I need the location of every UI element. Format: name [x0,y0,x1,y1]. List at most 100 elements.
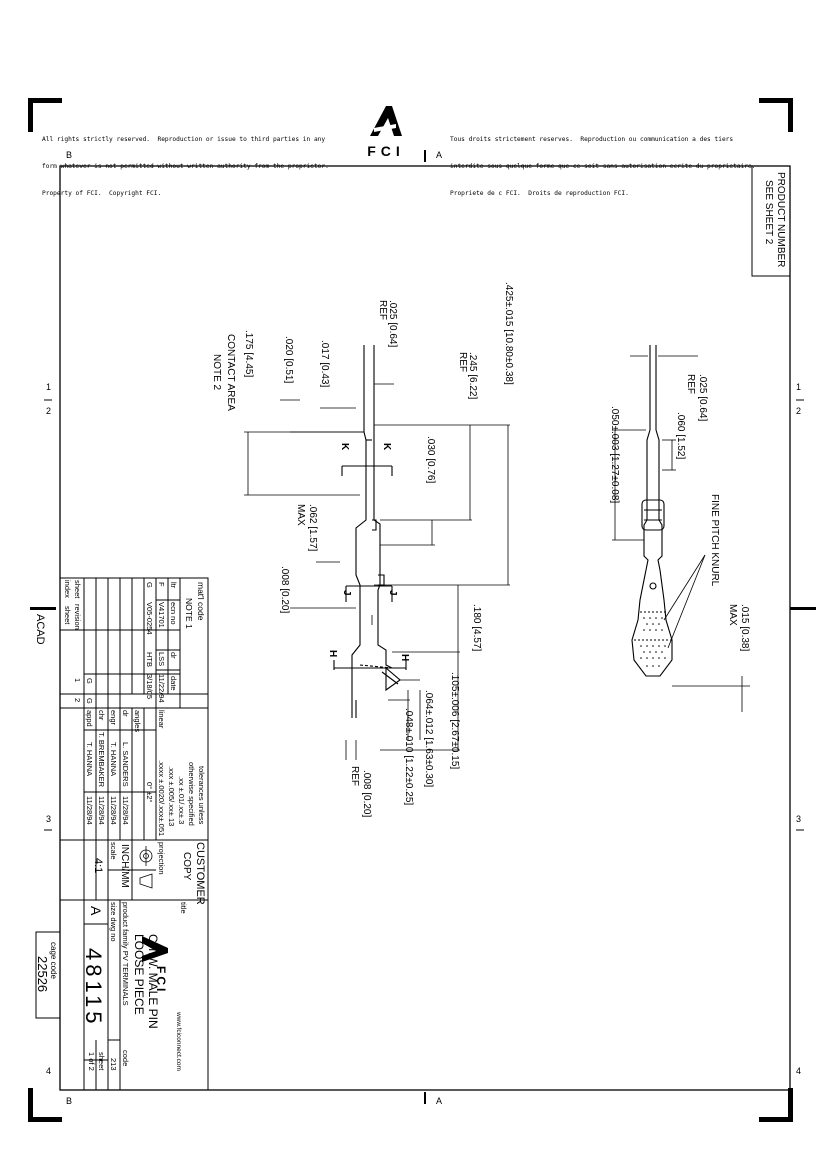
tolerance-3place: .xxx ±.005/.xx±.13 [167,766,176,827]
rev-header-ecn: ecn no [169,602,178,625]
dim-contact-area-note: NOTE 2 [211,354,222,391]
dim-max-width-label: MAX [295,504,306,526]
drawing-number: 48115 [81,948,106,1028]
revision-label: revision [73,604,82,630]
pin-side-view [333,345,407,718]
zone-b-top: B [66,150,73,160]
dim-ref-length: .245 [6.22] [467,352,478,400]
zone-a-bottom: A [436,1096,443,1106]
notice-line: Property of FCI. Copyright FCI. [42,190,162,197]
zone-4-left: 4 [46,1066,52,1076]
rev-row-ecn: V41701 [157,602,166,628]
zone-2-left: 2 [46,406,52,416]
sheet-num-1: 1 [73,678,82,683]
acad-label: ACAD [34,614,46,645]
dim-ref-length-ref: REF [457,352,468,372]
zone-b-bottom: B [66,1096,73,1106]
tolerance-4place: .xxxx ±.0020/.xxx±.051 [157,760,166,837]
dim-tip-thickness: .017 [0.43] [319,340,330,388]
dim-crimp-height: .048±.010 [1.22±0.25] [403,708,414,806]
dim-contact-area-label: CONTACT AREA [225,334,236,411]
dim-tip-width-ref: REF [377,300,388,320]
approval-date: 11/28/94 [109,796,118,825]
fci-logo: FCI [360,104,412,159]
title-block-logo [142,936,168,962]
cage-code-box [35,931,61,1019]
dim-chamfer: .020 [0.51] [283,336,294,384]
approval-role: appd [85,710,94,727]
approval-name: T. HANNA [85,742,94,777]
product-number-box [751,165,791,277]
zone-2-right: 2 [796,406,802,416]
dim-shoulder: .030 [0.76] [425,436,436,484]
section-j-left: J [341,590,352,596]
product-number-ref: SEE SHEET 2 [763,180,774,245]
rev-header-date: date [169,676,178,691]
zone-4-right: 4 [796,1066,802,1076]
zone-a-top: A [436,150,443,160]
drawing-title-2: LOOSE PIECE [132,934,146,1015]
linear-label: linear [157,710,166,729]
tolerance-2place: .xx ±.01/.xx±.3 [177,776,186,825]
notice-line: Propriete de c FCI. Droits de reproducti… [450,190,629,197]
dim-knurl-max: .015 [0.38] [739,604,750,652]
dim-contact-area: .175 [4.45] [243,330,254,378]
approval-role: engr [109,710,118,726]
approval-role: chr [97,710,106,721]
drawing-border [59,165,791,1091]
section-k-right: K [381,443,392,451]
sheet-num-2: 2 [73,698,82,703]
rev-row-ecn: V05-0254 [145,602,154,635]
approval-name: T. BREMBAKER [97,732,106,788]
sheet-rev-2: G [85,698,94,704]
matl-note: NOTE 1 [184,598,194,629]
size-value: A [88,906,104,916]
knurl-pattern [640,617,666,667]
dim-max-width: .062 [1.57] [307,504,318,552]
copy-label: COPY [181,852,192,881]
dim-tail: .008 [0.20] [361,770,372,818]
tolerance-title: tolerances unless [197,766,206,825]
code-value: 213 [109,1058,118,1071]
approval-date: 11/28/94 [85,796,94,825]
approval-name: T. HANNA [109,742,118,777]
dim-top-width: .060 [1.52] [675,412,686,460]
zone-1-left: 1 [46,382,52,392]
zone-3-left: 3 [46,814,52,824]
approval-name: L. SANDERS [121,742,130,787]
index-label: index [63,580,72,598]
notice-line: Tous droits strictement reserves. Reprod… [450,136,734,143]
title-block-frame [59,577,209,1091]
rev-row-date: 11/22/94 [157,674,166,703]
right-dimension-lines [612,355,750,712]
projection-label: projection [157,842,166,875]
dim-offset: .008 [0.20] [279,566,290,614]
projection-symbol [139,846,153,889]
title-label: title [179,902,188,914]
fci-logo-icon [370,106,402,136]
approval-role: dr [121,710,130,717]
product-family: product family PV TERMINALS [121,902,130,1006]
zone-1-right: 1 [796,382,802,392]
units-label: INCH/MM [119,844,130,888]
section-h-left: H [327,650,338,658]
product-number-title: PRODUCT NUMBER [775,172,786,268]
section-k-left: K [339,443,350,451]
tolerance-subtitle: otherwise specified [187,762,196,826]
zone-3-right: 3 [796,814,802,824]
section-h-right: H [399,654,410,662]
sheet-rev-1: G [85,678,94,684]
tolerance-angle: 0° ±2° [145,782,154,803]
rev-row-dr: HTB [145,652,154,667]
dim-barrel-position: .105±.006 [2.67±0.15] [449,672,460,770]
scale-value: 4:1 [92,858,104,874]
angles-label: angles [133,710,142,733]
dim-tip-width: .025 [0.64] [387,300,398,348]
matl-code-label: mat'l code [196,582,206,621]
dimension-lines [244,383,510,760]
index-sheet-label: sheet [63,606,72,625]
knurl-label: FINE PITCH KNURL [709,494,720,587]
website: www.fciconnect.com [175,1012,182,1071]
rev-header-ltr: ltr [169,582,178,589]
